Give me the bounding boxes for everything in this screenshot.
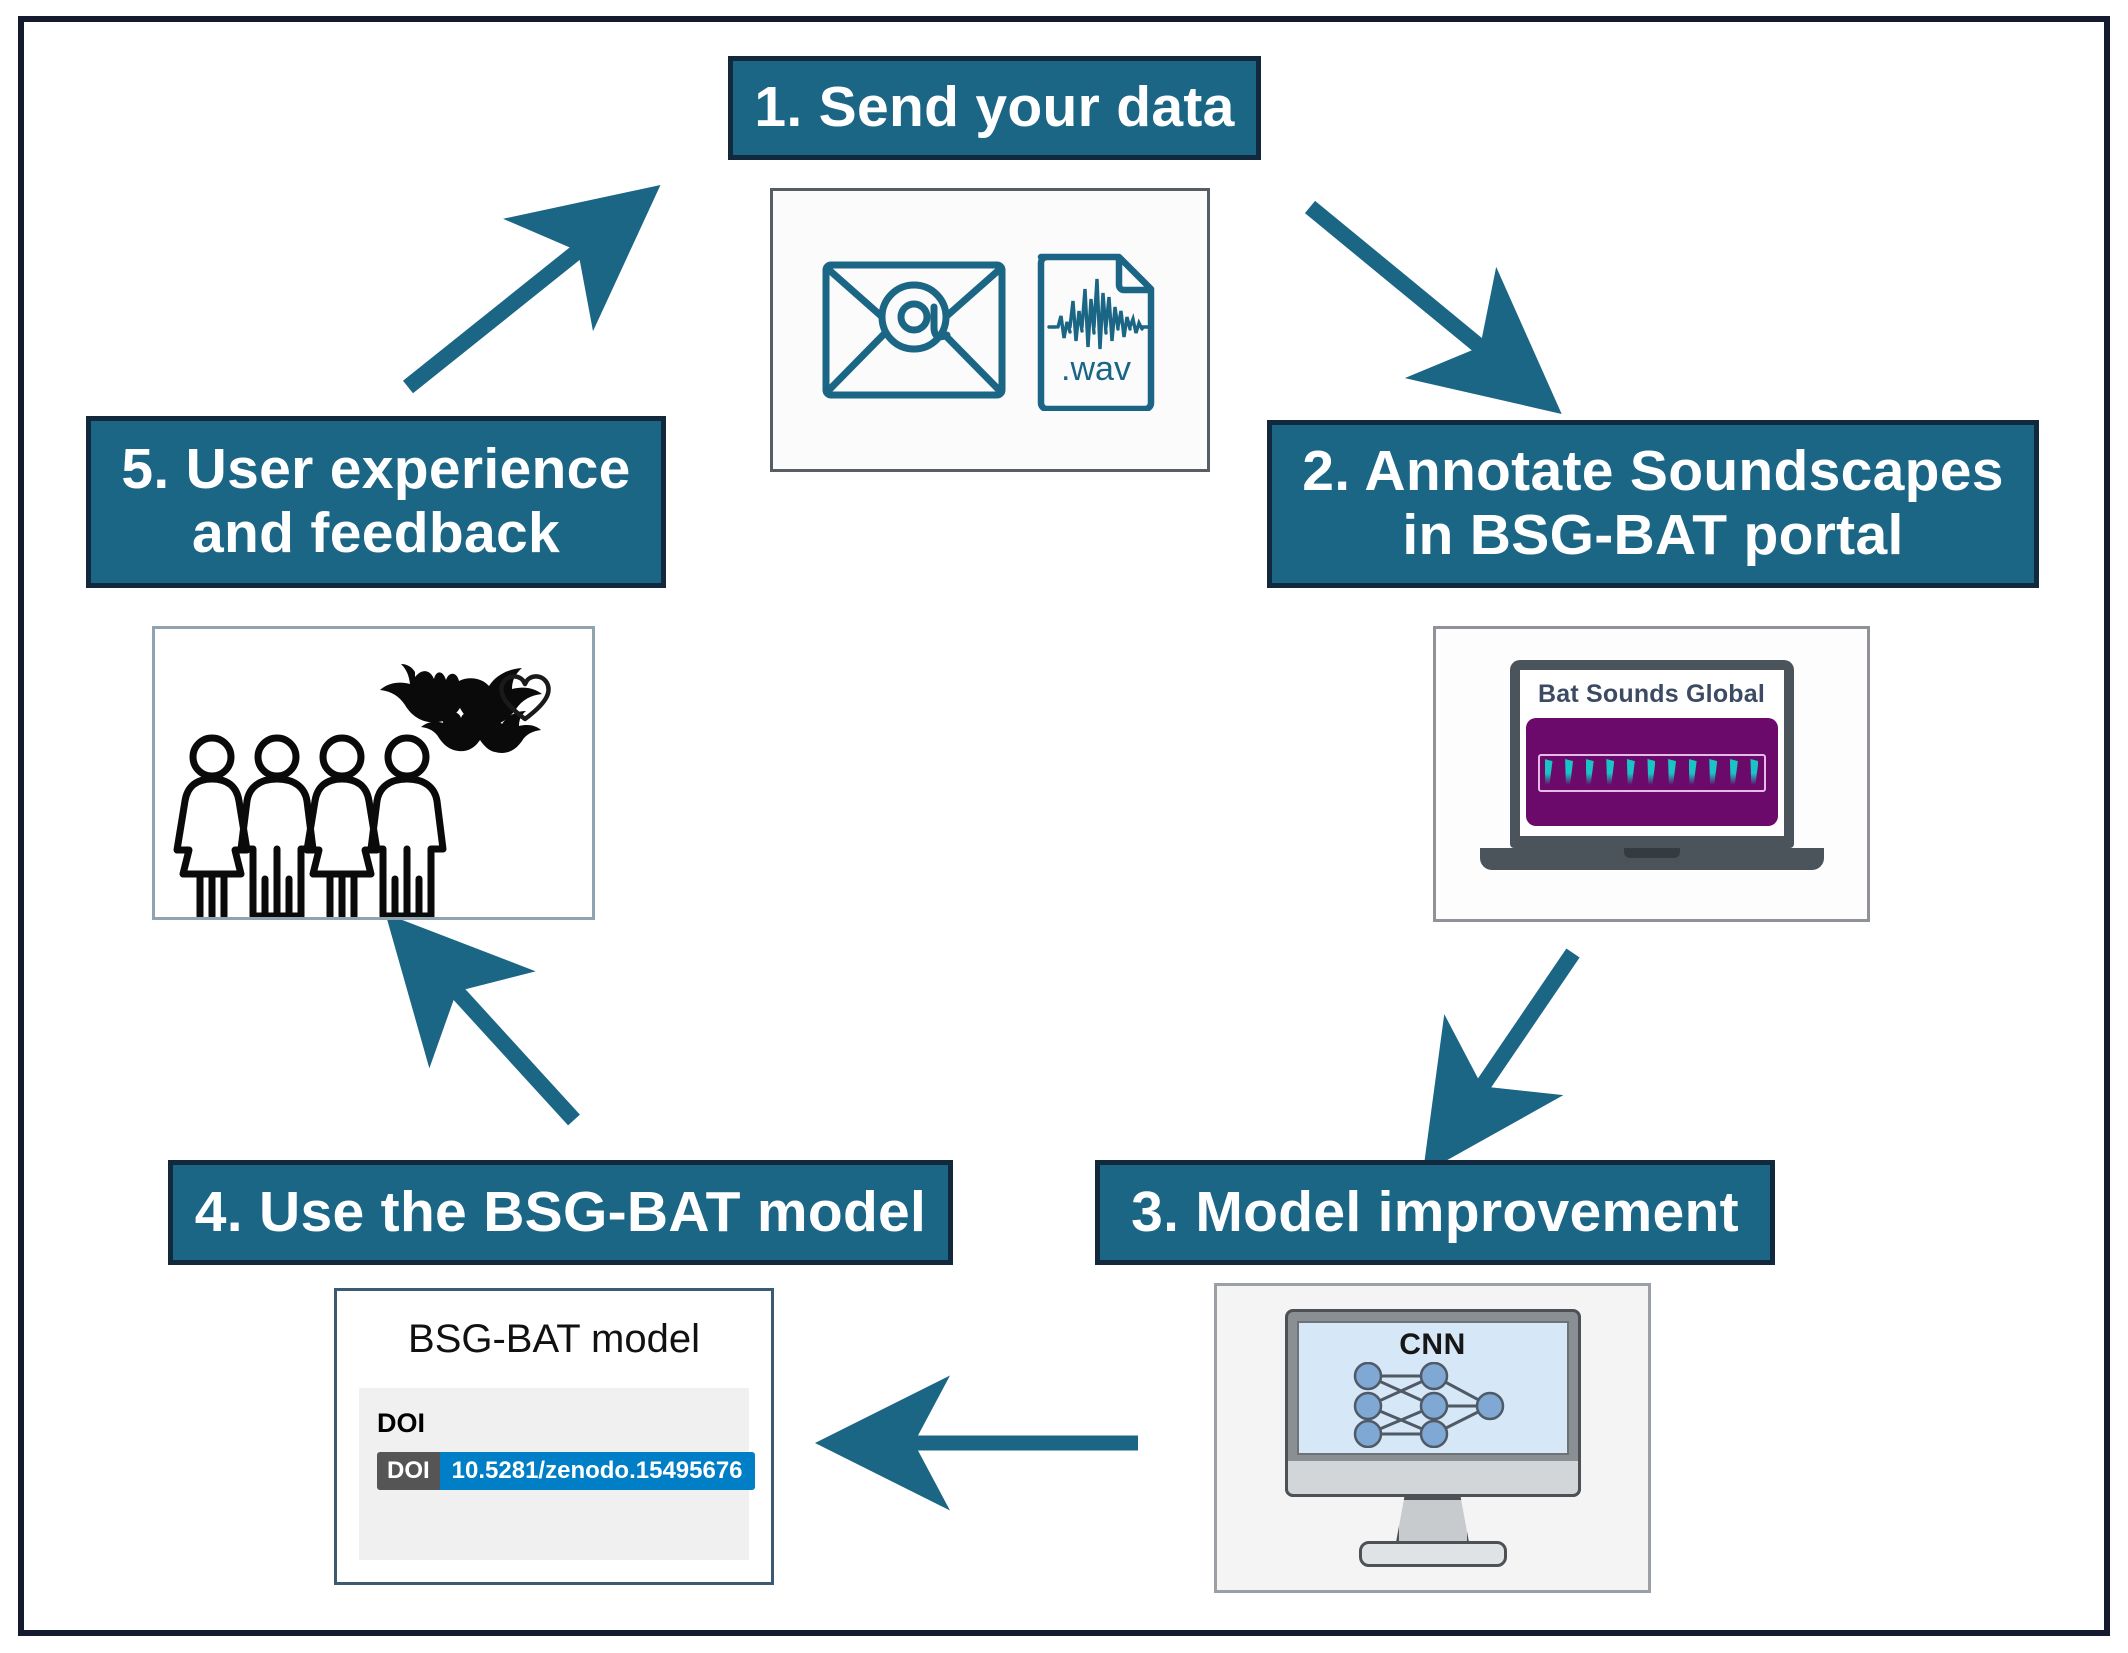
bat-call-mark	[1729, 759, 1738, 785]
bat-call-mark	[1668, 759, 1677, 785]
step-5-banner[interactable]: 5. User experience and feedback	[86, 416, 666, 588]
step-4-illustration-panel: BSG-BAT model DOI DOI 10.5281/zenodo.154…	[334, 1288, 774, 1585]
bat-call-mark	[1709, 759, 1718, 785]
step-5-illustration-panel	[152, 626, 595, 920]
laptop-trackpad-notch	[1623, 848, 1680, 858]
person-figure	[237, 734, 317, 920]
bat-call-mark	[1565, 759, 1574, 785]
person-figure	[303, 734, 381, 920]
cnn-label: CNN	[1399, 1328, 1466, 1361]
bat-icon	[421, 708, 541, 753]
step-2-label: 2. Annotate Soundscapes in BSG-BAT porta…	[1302, 439, 2004, 568]
step-3-banner[interactable]: 3. Model improvement	[1095, 1160, 1775, 1265]
laptop-base	[1479, 848, 1824, 870]
step-2-label-line2: in BSG-BAT portal	[1402, 503, 1904, 567]
person-figure	[367, 734, 447, 920]
step-3-label: 3. Model improvement	[1131, 1179, 1739, 1244]
bat-call-mark	[1626, 759, 1635, 785]
monitor-screen[interactable]: CNN	[1296, 1321, 1569, 1455]
laptop-screen[interactable]: Bat Sounds Global	[1519, 670, 1784, 836]
step-1-label: 1. Send your data	[754, 75, 1235, 140]
step-3-illustration-panel: CNN	[1214, 1283, 1651, 1593]
bat-call-mark	[1647, 759, 1656, 785]
spectrogram-selection-box[interactable]	[1537, 754, 1766, 792]
portal-title: Bat Sounds Global	[1537, 680, 1766, 708]
step-5-label-line2: and feedback	[192, 501, 560, 565]
monitor-neck	[1395, 1497, 1470, 1545]
arrow-step1-to-step2	[1304, 200, 1562, 414]
wav-file-label: .wav	[1061, 350, 1131, 388]
monitor-graphic: CNN	[1263, 1303, 1603, 1573]
step-4-label: 4. Use the BSG-BAT model	[194, 1179, 927, 1244]
doi-block: DOI DOI 10.5281/zenodo.15495676	[359, 1388, 755, 1560]
arrow-step4-to-step5	[385, 913, 580, 1126]
step-2-illustration-panel: Bat Sounds Global	[1433, 626, 1870, 922]
bat-icon	[380, 664, 542, 726]
monitor-foot	[1358, 1541, 1507, 1567]
bat-call-mark	[1750, 759, 1759, 785]
arrow-step5-to-step1	[403, 185, 661, 394]
doi-card-title: BSG-BAT model	[408, 1317, 700, 1361]
doi-badge-label: DOI	[377, 1452, 440, 1490]
doi-badge-value: 10.5281/zenodo.15495676	[439, 1452, 755, 1490]
doi-record-card: BSG-BAT model DOI DOI 10.5281/zenodo.154…	[337, 1291, 771, 1582]
spectrogram[interactable]	[1525, 718, 1778, 826]
wav-file-icon: .wav	[1037, 253, 1155, 411]
laptop-graphic: Bat Sounds Global	[1472, 654, 1832, 894]
heart-icon	[499, 674, 551, 722]
bat-call-mark	[1606, 759, 1615, 785]
step-2-label-line1: 2. Annotate Soundscapes	[1302, 439, 2004, 504]
arrow-step3-to-step4	[815, 1375, 1138, 1511]
person-figure	[173, 734, 251, 920]
step-1-banner[interactable]: 1. Send your data	[728, 56, 1261, 160]
bat-call-mark	[1585, 759, 1594, 785]
doi-heading: DOI	[377, 1408, 426, 1438]
step-5-label: 5. User experience and feedback	[121, 437, 631, 566]
step-1-illustration-panel: .wav	[770, 188, 1210, 472]
community-bats-graphic	[173, 664, 551, 920]
step-5-label-line1: 5. User experience	[121, 437, 631, 502]
email-at-icon	[822, 261, 1006, 399]
monitor-chin	[1284, 1461, 1581, 1497]
step-2-banner[interactable]: 2. Annotate Soundscapes in BSG-BAT porta…	[1267, 420, 2039, 588]
neural-network-icon	[1353, 1362, 1504, 1448]
step-4-banner[interactable]: 4. Use the BSG-BAT model	[168, 1160, 953, 1265]
bat-call-mark	[1688, 759, 1697, 785]
doi-badge[interactable]: DOI 10.5281/zenodo.15495676	[377, 1452, 755, 1490]
bat-call-mark	[1544, 759, 1553, 785]
arrow-step2-to-step3	[1422, 948, 1580, 1174]
